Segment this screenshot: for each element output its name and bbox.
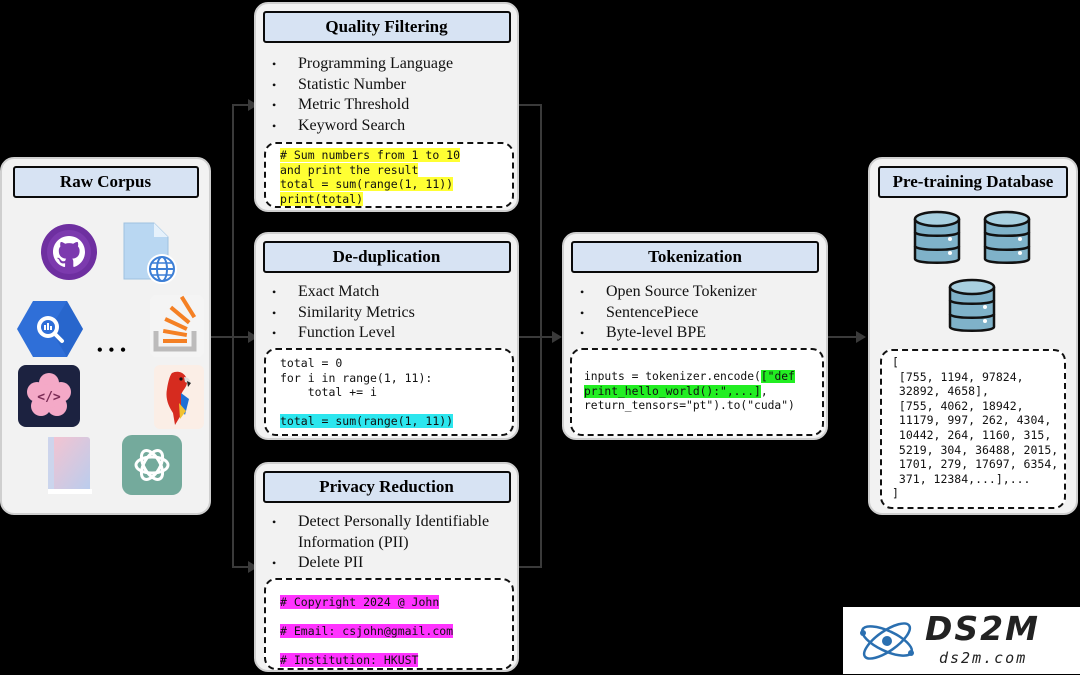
list-item: Programming Language	[268, 54, 453, 75]
code-line: # Institution: HKUST	[280, 653, 419, 667]
code-highlight: ["def	[760, 370, 795, 383]
svg-text:</>: </>	[37, 390, 61, 405]
list-item: SentencePiece	[576, 303, 757, 324]
raw-corpus-panel: Raw Corpus • • •	[0, 157, 211, 515]
code-highlight: print_hello_world():",...]	[584, 384, 761, 398]
list-item: Keyword Search	[268, 116, 453, 137]
watermark-url: ds2m.com	[939, 649, 1028, 667]
watermark: DS2M ds2m.com	[843, 607, 1080, 674]
code-line: 32892, 4658],	[892, 384, 989, 399]
parrot-icon	[154, 365, 204, 429]
privacy-reduction-panel: Privacy Reduction Detect Personally Iden…	[254, 462, 519, 672]
list-item: Similarity Metrics	[268, 303, 415, 324]
deduplication-code: total = 0 for i in range(1, 11): total +…	[264, 348, 514, 436]
deduplication-title: De-duplication	[262, 241, 511, 273]
quality-filtering-list: Programming Language Statistic Number Me…	[268, 54, 453, 136]
database-icon	[983, 210, 1031, 264]
list-item: Detect Personally Identifiable Informati…	[268, 512, 518, 553]
list-item: Exact Match	[268, 282, 415, 303]
code-line: print(total)	[280, 191, 364, 206]
code-line: [755, 1194, 97824,	[892, 369, 1024, 384]
tokenization-panel: Tokenization Open Source Tokenizer Sente…	[562, 232, 828, 440]
code-line: [755, 4062, 18942,	[892, 398, 1024, 413]
tokenization-code: inputs = tokenizer.encode(["def print_he…	[570, 348, 824, 436]
code-line: # Email: csjohn@gmail.com	[280, 624, 454, 638]
more-sources-ellipsis: • • •	[97, 342, 127, 359]
pretraining-database-title: Pre-training Database	[878, 166, 1068, 198]
list-item: Metric Threshold	[268, 95, 453, 116]
code-flower-icon: </>	[18, 365, 80, 427]
code-text: inputs = tokenizer.encode(	[584, 370, 761, 383]
pretraining-database-code: [ [755, 1194, 97824, 32892, 4658], [755,…	[880, 349, 1066, 509]
list-item: Function Level	[268, 323, 415, 344]
tokenization-title: Tokenization	[571, 241, 819, 273]
atom-logo-icon	[860, 622, 914, 660]
code-line-highlight: total = sum(range(1, 11))	[280, 414, 454, 428]
web-document-icon	[123, 222, 177, 284]
deduplication-list: Exact Match Similarity Metrics Function …	[268, 282, 415, 344]
code-line: 371, 12384,...],...	[892, 471, 1031, 486]
bigquery-icon	[17, 301, 83, 357]
code-text: ,	[760, 384, 768, 398]
quality-filtering-code: # Sum numbers from 1 to 10 and print the…	[264, 142, 514, 208]
code-line: and print the result	[280, 162, 419, 177]
pretraining-database-panel: Pre-training Database [ [755, 1194, 9782…	[868, 157, 1078, 515]
code-line: total = 0	[280, 356, 343, 370]
code-line: for i in range(1, 11):	[280, 370, 433, 385]
code-line: 1701, 279, 17697, 6354,	[892, 457, 1059, 472]
stackoverflow-icon	[150, 295, 204, 357]
code-line: total += i	[280, 385, 377, 399]
code-text: return_tensors="pt").to("cuda")	[584, 399, 795, 412]
quality-filtering-panel: Quality Filtering Programming Language S…	[254, 2, 519, 212]
list-item: Byte-level BPE	[576, 323, 757, 344]
privacy-reduction-code: # Copyright 2024 @ John # Email: csjohn@…	[264, 578, 514, 670]
list-item: Delete PII	[268, 553, 518, 574]
code-line: ]	[892, 486, 899, 501]
tokenization-list: Open Source Tokenizer SentencePiece Byte…	[576, 282, 757, 344]
database-icon	[913, 210, 961, 264]
code-line: 5219, 304, 36488, 2015,	[892, 442, 1059, 457]
list-item: Statistic Number	[268, 75, 453, 96]
code-line: # Copyright 2024 @ John	[280, 595, 440, 609]
code-line: # Sum numbers from 1 to 10	[280, 148, 461, 162]
code-line: total = sum(range(1, 11))	[280, 177, 454, 191]
code-line: 11179, 997, 262, 4304,	[892, 413, 1052, 428]
openai-icon	[122, 435, 182, 495]
code-line: [	[892, 355, 899, 369]
quality-filtering-title: Quality Filtering	[262, 11, 511, 43]
deduplication-panel: De-duplication Exact Match Similarity Me…	[254, 232, 519, 440]
book-icon	[48, 437, 92, 494]
watermark-brand: DS2M	[925, 609, 1040, 648]
github-icon	[41, 224, 97, 280]
raw-corpus-title: Raw Corpus	[12, 166, 199, 198]
database-icon	[948, 278, 996, 332]
privacy-reduction-title: Privacy Reduction	[262, 471, 511, 503]
list-item: Open Source Tokenizer	[576, 282, 757, 303]
code-line: 10442, 264, 1160, 315,	[892, 427, 1052, 442]
privacy-reduction-list: Detect Personally Identifiable Informati…	[268, 512, 518, 574]
